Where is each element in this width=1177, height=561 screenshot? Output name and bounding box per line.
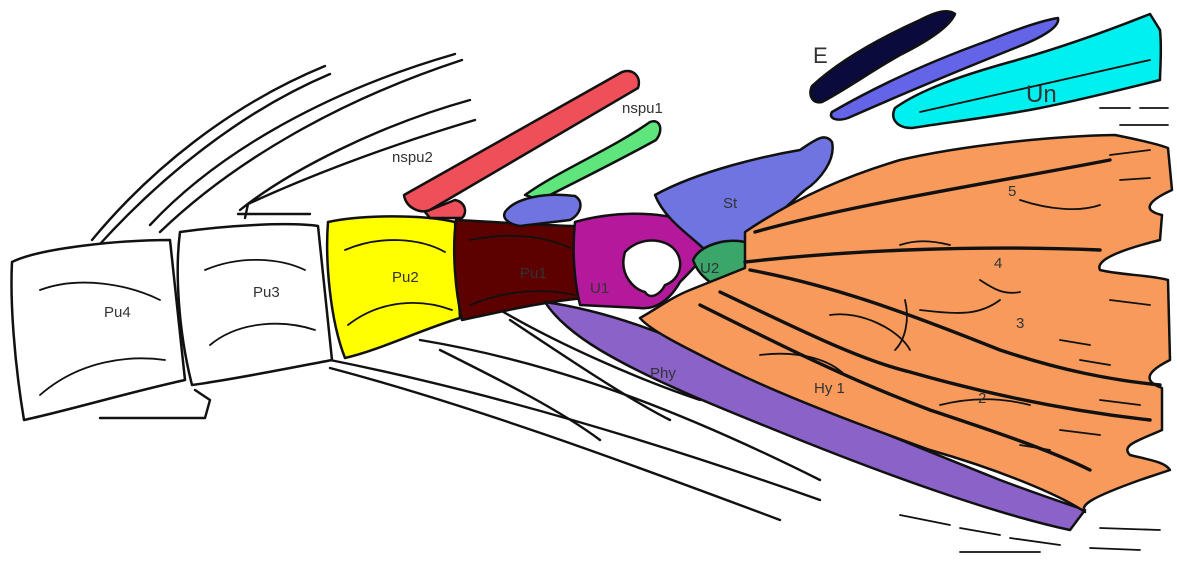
label-nspu2: nspu2	[392, 149, 433, 166]
label-phy: Phy	[650, 365, 676, 382]
label-pu4: Pu4	[104, 304, 131, 321]
vertebra-pu2: Pu2	[327, 216, 460, 358]
label-nspu1: nspu1	[622, 100, 663, 117]
label-ray-5: 5	[1008, 183, 1016, 200]
st-anterior-shape	[504, 195, 580, 226]
label-e: E	[813, 43, 828, 68]
label-st: St	[723, 195, 738, 212]
label-ray-3: 3	[1016, 315, 1024, 332]
nspu2-shape	[404, 71, 639, 211]
label-hy1: Hy 1	[814, 380, 845, 397]
label-pu3: Pu3	[253, 284, 280, 301]
label-pu1: Pu1	[520, 265, 547, 282]
label-pu2: Pu2	[392, 269, 419, 286]
neural-spine-nspu2: nspu2	[392, 71, 639, 218]
label-un: Un	[1026, 81, 1057, 108]
vertebra-pu4: Pu4	[12, 240, 186, 420]
label-u1: U1	[590, 280, 609, 297]
pu2-shape	[327, 216, 460, 358]
label-u2: U2	[700, 260, 719, 277]
label-ray-2: 2	[978, 390, 986, 407]
label-ray-4: 4	[994, 255, 1002, 272]
vertebra-pu3: Pu3	[178, 224, 332, 385]
